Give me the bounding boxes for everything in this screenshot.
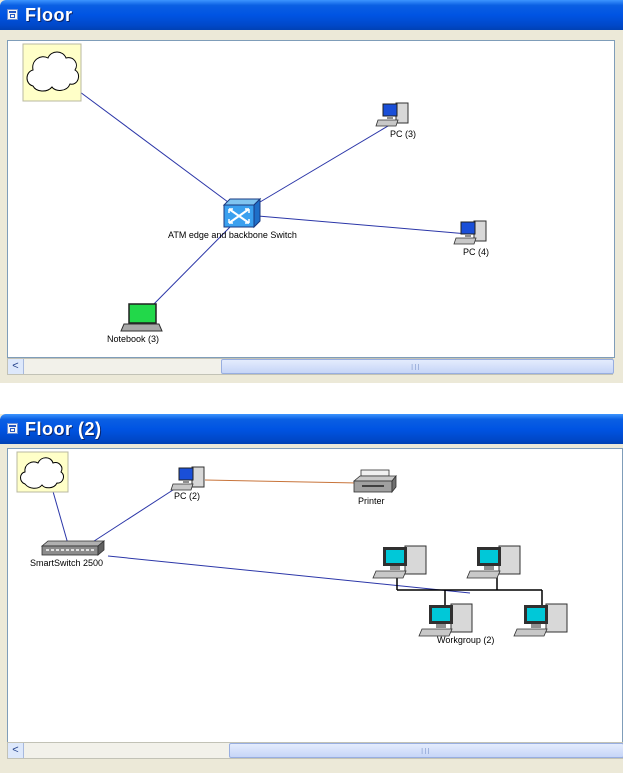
workstation-icon — [372, 545, 427, 579]
workstation-icon — [418, 603, 473, 637]
floor-network-diagram — [22, 43, 487, 332]
scroll-left-button[interactable]: < — [8, 743, 24, 758]
workstation-icon — [466, 545, 521, 579]
notebook-3-label: Notebook (3) — [107, 334, 160, 344]
floor-titlebar[interactable]: Floor — [0, 0, 623, 30]
window-title: Floor (2) — [25, 419, 102, 439]
cloud-icon — [16, 451, 69, 493]
pc-3-label: PC (3) — [390, 129, 417, 139]
window-icon[interactable] — [7, 9, 18, 20]
cloud-icon — [22, 43, 82, 102]
scroll-grip: III — [421, 747, 431, 756]
link-pc2-printer — [204, 479, 359, 484]
link-switch-pc4 — [257, 215, 469, 235]
notebook-3-icon — [120, 303, 163, 332]
link-smartswitch-pc2 — [87, 487, 177, 546]
scroll-grip: III — [411, 363, 421, 372]
link-cloud-switch — [79, 91, 233, 206]
workstation-icon — [513, 603, 568, 637]
horizontal-scrollbar[interactable]: < III — [7, 358, 614, 375]
atm-switch-label: ATM edge and backbone Switch — [168, 230, 297, 240]
link-smartswitch-workgroup — [107, 555, 471, 594]
smartswitch-icon — [40, 540, 106, 556]
pc-4-label: PC (4) — [463, 247, 490, 257]
scroll-thumb[interactable]: III — [221, 359, 614, 374]
link-switch-notebook — [147, 224, 233, 311]
scroll-thumb[interactable]: III — [229, 743, 623, 758]
printer-icon — [352, 469, 397, 494]
link-switch-pc3 — [254, 122, 394, 206]
network-canvas[interactable] — [7, 448, 623, 744]
window-title: Floor — [25, 5, 73, 25]
workgroup-label: Workgroup (2) — [437, 635, 495, 645]
floor-window: Floor < III — [0, 0, 623, 383]
smartswitch-label: SmartSwitch 2500 — [30, 558, 104, 568]
window-icon[interactable] — [7, 423, 18, 434]
horizontal-scrollbar[interactable]: < III — [7, 742, 623, 759]
link-cloud-smartswitch — [51, 487, 69, 545]
pc-2-label: PC (2) — [174, 491, 201, 501]
atm-switch-icon — [222, 197, 262, 229]
printer-label: Printer — [358, 496, 385, 506]
workgroup-bus — [396, 576, 543, 605]
floor-2-titlebar[interactable]: Floor (2) — [0, 414, 623, 444]
network-canvas[interactable] — [7, 40, 615, 358]
scroll-left-button[interactable]: < — [8, 359, 24, 374]
pc-4-icon — [453, 220, 487, 245]
pc-2-icon — [170, 466, 205, 491]
pc-3-icon — [375, 102, 409, 127]
